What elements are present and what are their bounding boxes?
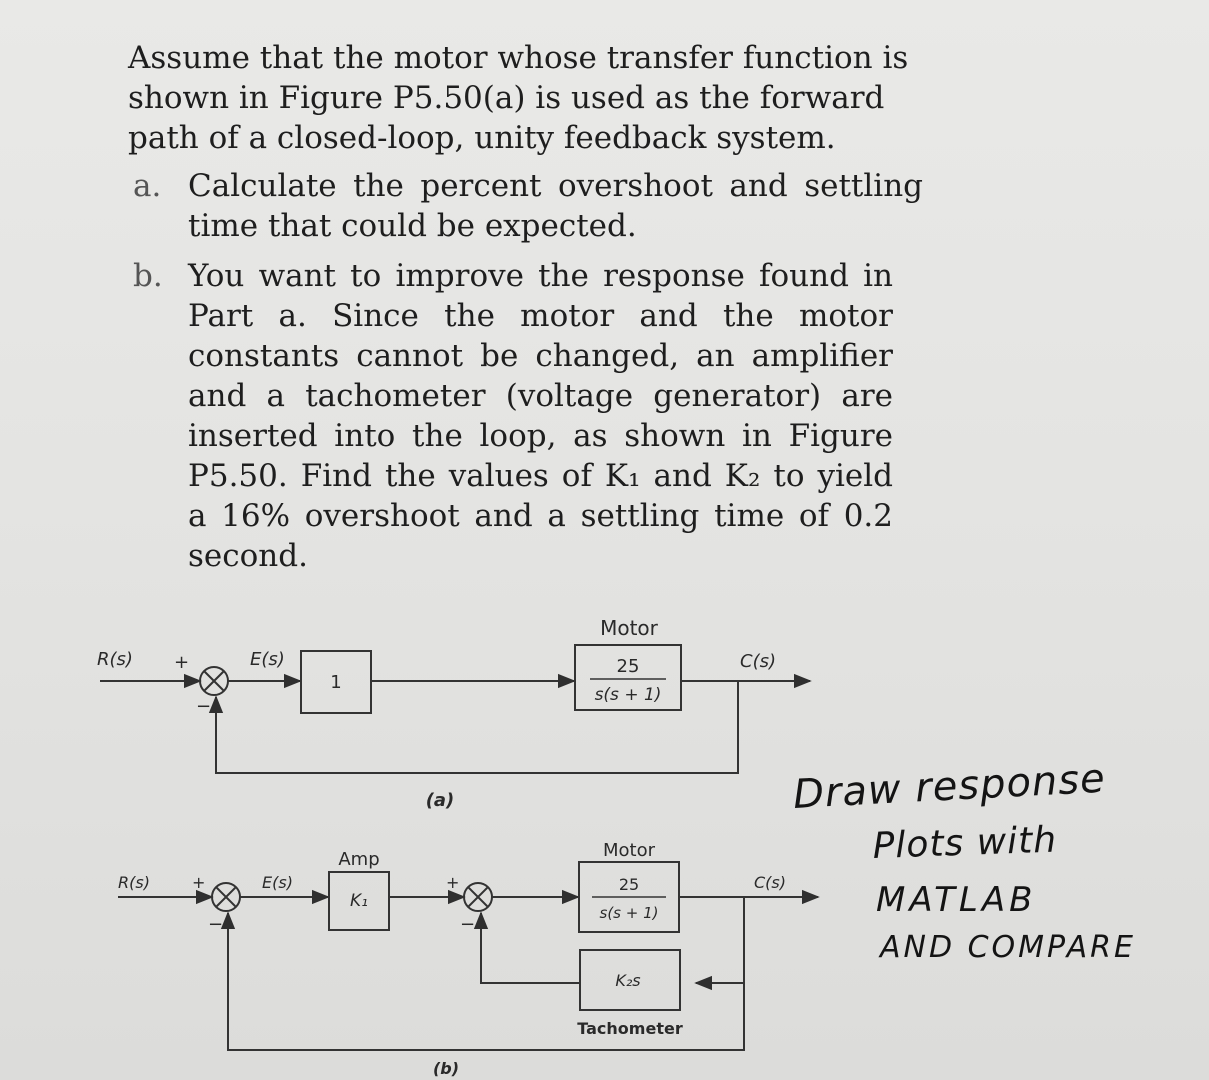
fig-b-summing-junction-2 [463,882,493,912]
fig-b-tach-feedback-path [694,897,745,991]
fig-b-inner-feedback-path [473,911,580,984]
figure-a [100,644,812,774]
handwritten-note-line-4: AND COMPARE [880,930,1136,965]
fig-b-amp-title: Amp [338,849,379,870]
fig-b-tach-block [579,949,681,1011]
fig-b-plus-sign-2: + [446,873,459,892]
fig-a-motor-title: Motor [600,616,659,640]
fig-a-output-label: C(s) [740,651,776,672]
fig-b-motor-numerator: 25 [619,875,639,894]
fig-a-feedback-path [208,681,739,774]
fig-a-error-label: E(s) [250,649,285,670]
fig-b-amp-block [328,871,390,931]
fig-a-summing-junction [199,666,229,696]
fig-b-caption: (b) [433,1059,459,1078]
fig-a-input-label: R(s) [97,649,133,670]
problem-statement: Assume that the motor whose transfer fun… [128,38,928,576]
fig-b-tach-title: Tachometer [577,1019,683,1038]
fig-a-gain-value: 1 [330,672,341,693]
fig-b-minus-sign-2: − [460,914,475,935]
fig-a-motor-numerator: 25 [617,656,640,677]
figure-b-labels: R(s) + − E(s) Amp K₁ + − Motor 25 s(s + … [118,840,786,1078]
fig-a-minus-sign: − [196,696,211,717]
fig-a-plus-sign: + [174,652,189,673]
fig-b-amp-gain: K₁ [350,891,368,911]
handwritten-note-line-2: Plots with [872,819,1058,867]
fig-b-error-label: E(s) [262,873,293,892]
fig-b-motor-denominator: s(s + 1) [600,904,659,922]
figure-a-labels: R(s) + − E(s) 1 Motor 25 s(s + 1) C(s) (… [97,616,776,811]
fig-a-caption: (a) [426,790,455,811]
fig-b-plus-sign-1: + [192,873,205,892]
figure-b [118,861,820,1051]
fig-b-motor-title: Motor [603,840,656,861]
handwritten-note-line-3: MATLAB [876,880,1037,920]
part-a-text: Calculate the percent overshoot and sett… [188,168,923,244]
part-b-text: You want to improve the response found i… [188,258,893,574]
fig-a-motor-denominator: s(s + 1) [595,685,662,705]
fig-b-output-label: C(s) [754,873,786,892]
fig-b-tach-gain: K₂s [615,971,640,990]
fig-b-minus-sign-1: − [208,914,223,935]
part-a: a. Calculate the percent overshoot and s… [133,166,928,246]
problem-intro: Assume that the motor whose transfer fun… [128,40,909,156]
part-b-label: b. [133,258,163,294]
fig-b-summing-junction-1 [211,882,241,912]
fig-b-outer-feedback-path [220,911,745,1051]
part-b: b. You want to improve the response foun… [133,256,928,576]
part-a-label: a. [133,168,162,204]
fig-b-input-label: R(s) [118,873,150,892]
fig-a-motor-block [574,644,682,711]
